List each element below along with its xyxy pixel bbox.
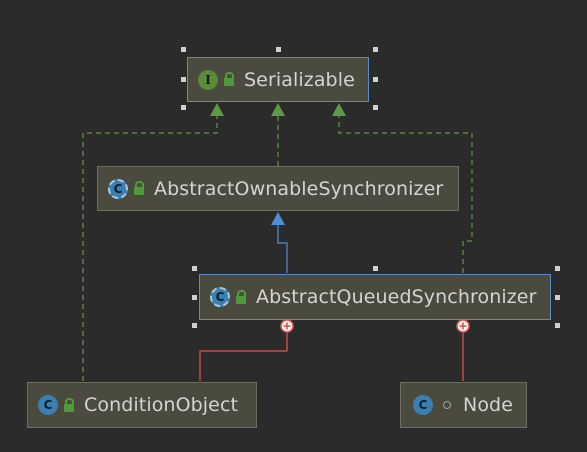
resize-handle[interactable]: [181, 47, 186, 52]
public-lock-icon: [236, 289, 246, 304]
resize-handle[interactable]: [192, 323, 197, 328]
static-class-icon: C: [410, 395, 433, 415]
package-private-dot-icon: [443, 401, 451, 409]
implements-arrowhead-icon: [332, 103, 346, 116]
public-lock-icon: [224, 72, 234, 86]
resize-handle[interactable]: [555, 295, 560, 300]
edge-condition-implements-serializable: [82, 115, 218, 381]
node-label: Serializable: [244, 68, 355, 91]
class-icon: C: [38, 395, 58, 415]
resize-handle[interactable]: [181, 77, 186, 82]
node-label: Node: [463, 394, 513, 416]
extends-arrowhead-icon: [271, 212, 285, 225]
resize-handle[interactable]: [373, 47, 378, 52]
inner-class-plus-icon: [280, 319, 294, 333]
node-label: AbstractQueuedSynchronizer: [256, 286, 537, 308]
public-lock-icon: [64, 397, 74, 412]
resize-handle[interactable]: [192, 295, 197, 300]
resize-handle[interactable]: [373, 105, 378, 110]
abstract-class-icon: C: [108, 178, 128, 199]
edge-condition-inner-of-aqs: [199, 333, 288, 381]
resize-handle[interactable]: [373, 77, 378, 82]
node-abstract-queued-synchronizer[interactable]: C AbstractQueuedSynchronizer: [199, 274, 551, 320]
public-lock-icon: [134, 181, 144, 195]
abstract-class-icon: C: [210, 287, 230, 307]
inner-class-plus-icon: [456, 319, 470, 333]
implements-arrowhead-icon: [271, 103, 285, 116]
resize-handle[interactable]: [373, 266, 378, 271]
implements-arrowhead-icon: [210, 103, 224, 116]
node-node[interactable]: C Node: [400, 382, 527, 428]
node-condition-object[interactable]: C ConditionObject: [27, 382, 257, 428]
resize-handle[interactable]: [192, 266, 197, 271]
node-label: ConditionObject: [84, 394, 239, 416]
resize-handle[interactable]: [555, 266, 560, 271]
edge-aqs-implements-serializable: [338, 115, 473, 273]
interface-icon: I: [198, 69, 218, 90]
node-label: AbstractOwnableSynchronizer: [154, 177, 444, 200]
resize-handle[interactable]: [181, 105, 186, 110]
node-serializable[interactable]: I Serializable: [187, 57, 369, 102]
resize-handle[interactable]: [276, 47, 281, 52]
resize-handle[interactable]: [555, 323, 560, 328]
node-abstract-ownable-synchronizer[interactable]: C AbstractOwnableSynchronizer: [97, 166, 459, 211]
edge-aqs-extends-aos: [277, 224, 288, 273]
